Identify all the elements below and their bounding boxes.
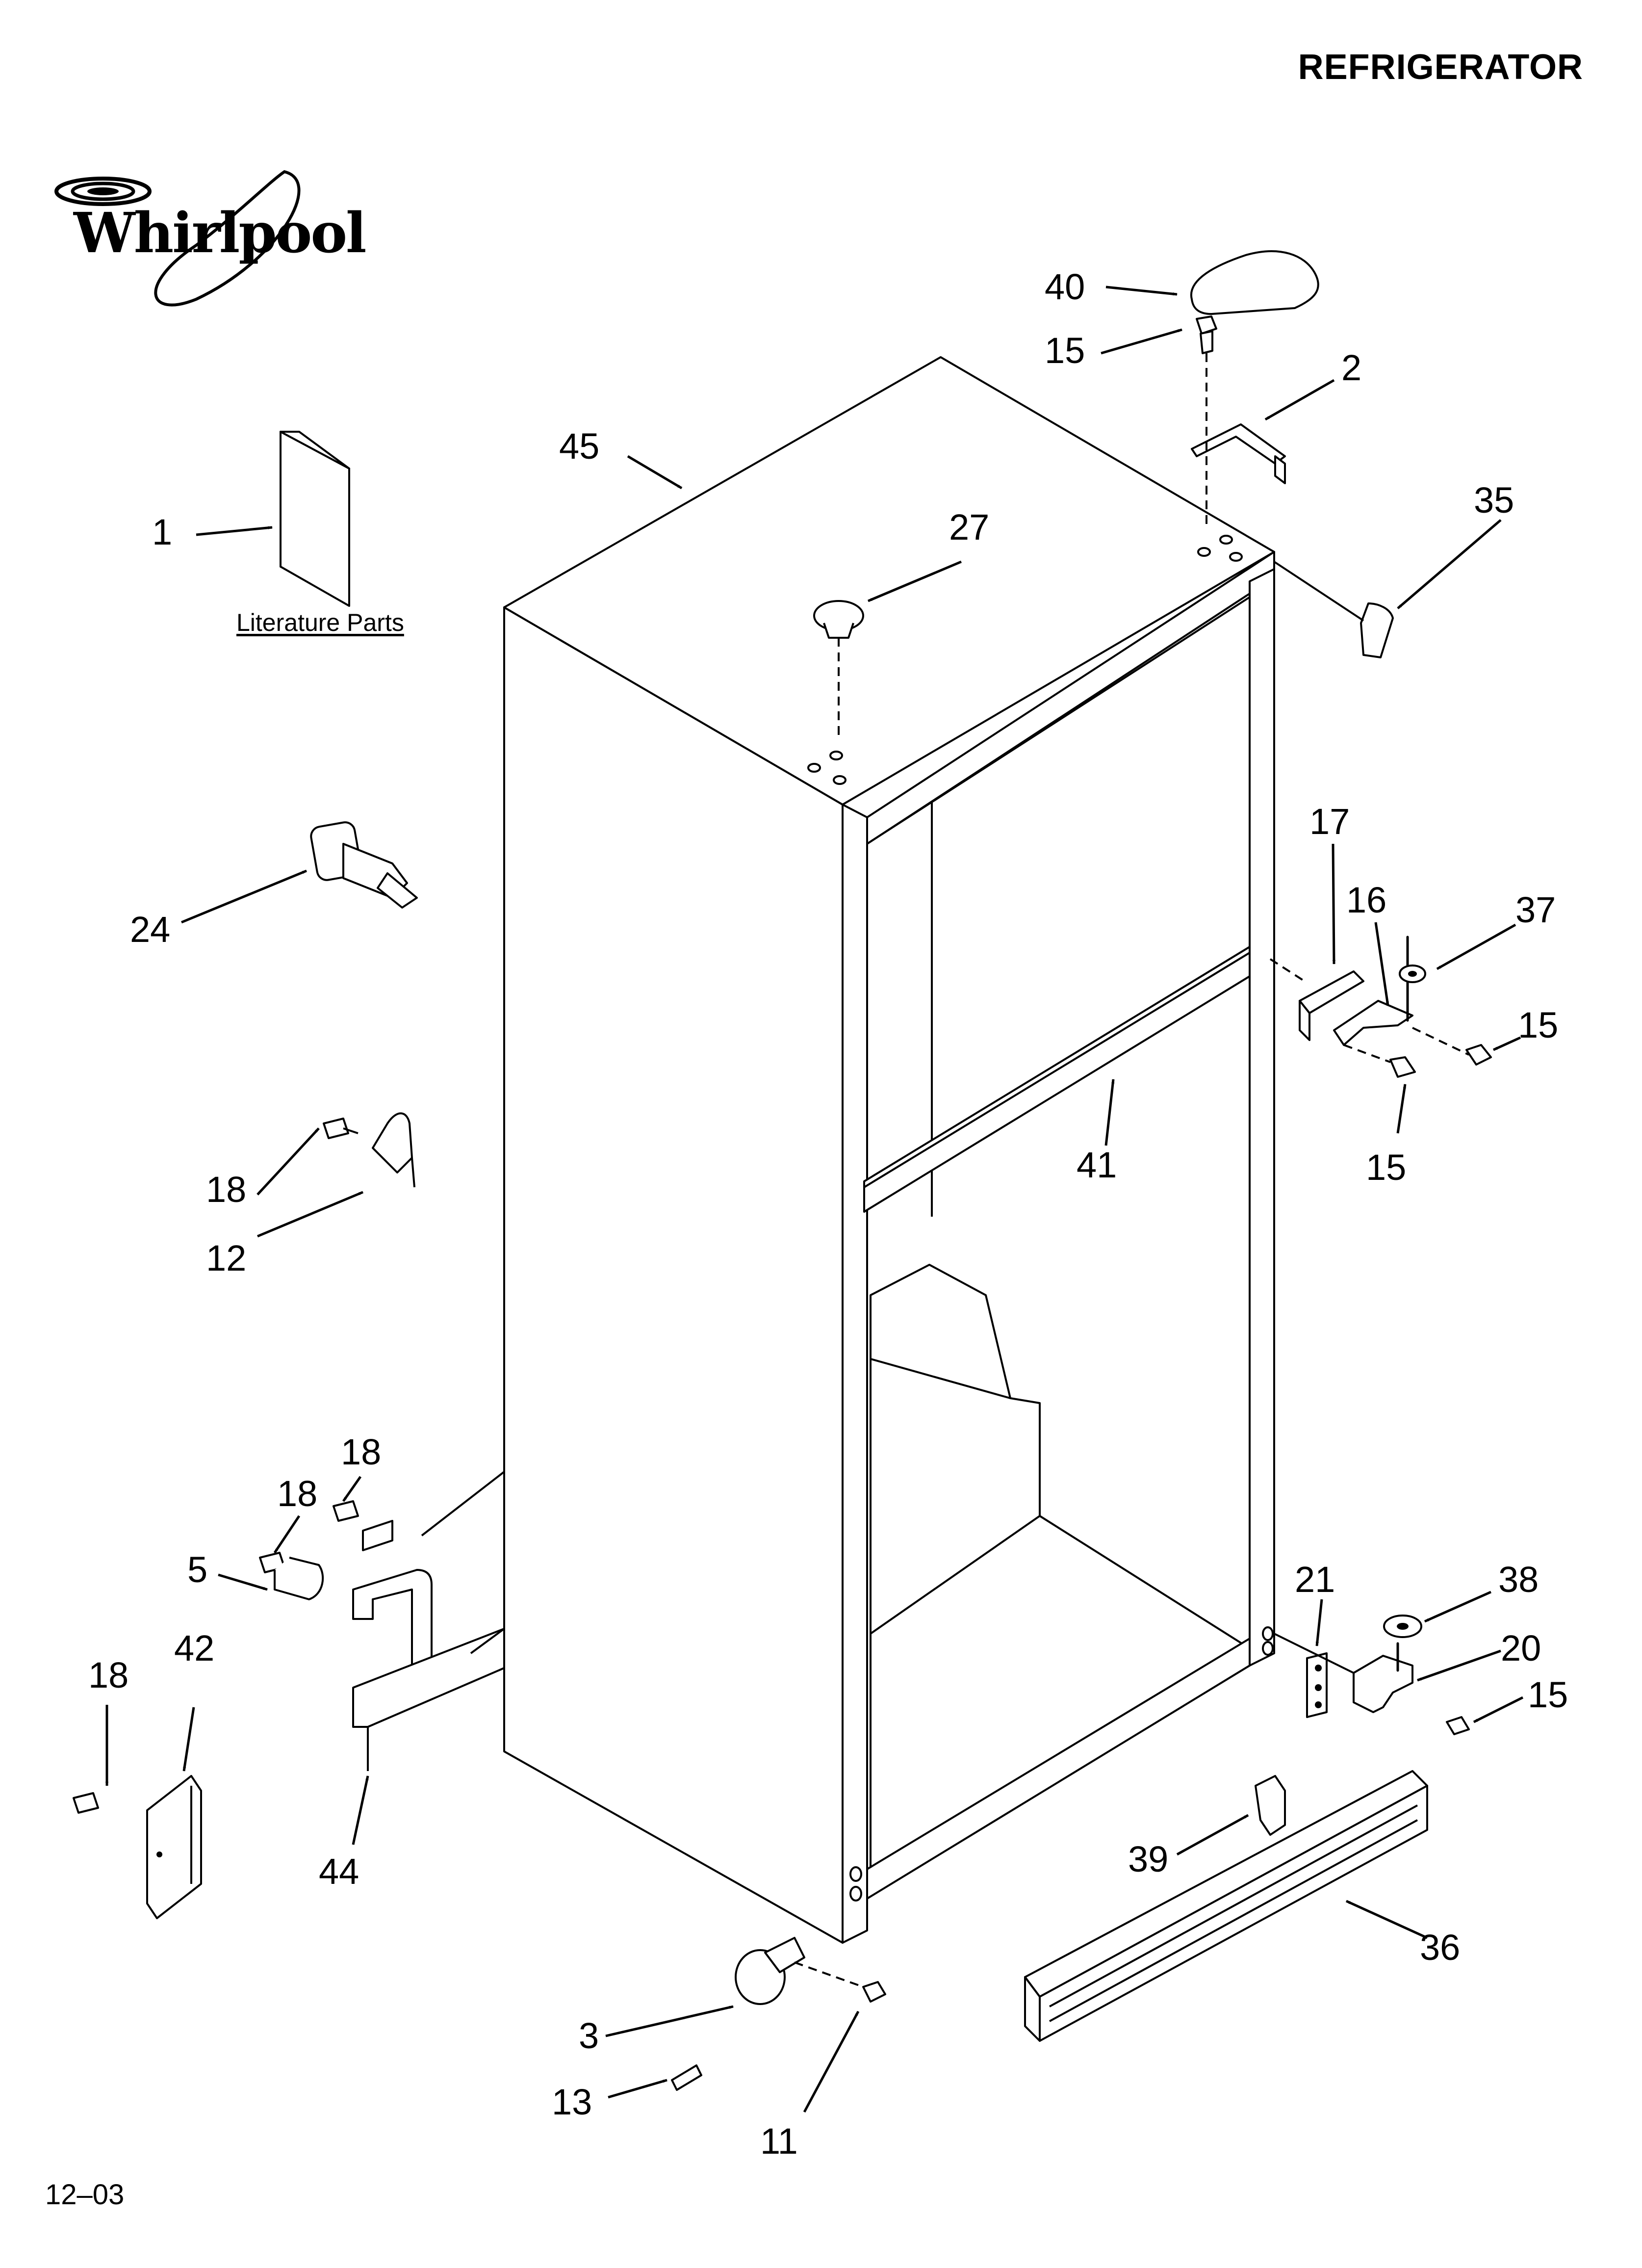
callout-1: 1 (152, 512, 172, 552)
refrigerator-cabinet (503, 356, 1275, 1944)
toe-cover-part-42 (146, 1775, 202, 1919)
screw-part-18-upper (323, 1118, 349, 1139)
roller-assembly (671, 1937, 886, 2091)
screw-part-15-bottom (1446, 1716, 1470, 1735)
cabinet-bottom-rail (866, 1638, 1251, 1900)
door-pin-part-24 (310, 821, 418, 909)
top-hole (807, 763, 821, 773)
screw-part-11 (862, 1981, 886, 2003)
cabinet-front-stile (842, 804, 868, 1944)
callout-37: 37 (1515, 889, 1556, 930)
hinge-lower-leader (1343, 1044, 1391, 1063)
center-rail-edge (863, 952, 1251, 1188)
screw-part-18-d (73, 1792, 99, 1814)
callout-2: 2 (1341, 347, 1361, 388)
callout-5: 5 (187, 1549, 207, 1590)
plug-button-part-27 (813, 600, 864, 736)
callout-leaders (105, 286, 1524, 2113)
top-hole (1219, 535, 1233, 545)
callout-44: 44 (319, 1851, 359, 1892)
callout-labels: 40 15 2 45 35 1 27 17 16 37 24 15 15 41 … (88, 266, 1568, 2162)
hinge-plate (362, 1520, 393, 1551)
upper-left-bracket (323, 1112, 415, 1188)
literature-block-part-1-top (280, 431, 350, 469)
top-hole (833, 775, 847, 785)
literature-parts-label: Literature Parts (236, 609, 404, 636)
callout-13: 13 (552, 2082, 592, 2122)
center-hinge-assembly (1269, 936, 1492, 1078)
front-hole (849, 1886, 862, 1902)
top-hole (1229, 552, 1243, 562)
toe-cover-assembly (73, 1775, 202, 1919)
callout-15: 15 (1045, 330, 1085, 371)
hinge-cover-part-40 (1190, 250, 1319, 315)
callout-15: 15 (1518, 1005, 1558, 1045)
page-title: REFRIGERATOR (1298, 48, 1583, 87)
base-grille-part-36 (1024, 1770, 1428, 2042)
callout-18: 18 (277, 1473, 317, 1514)
callout-21: 21 (1295, 1559, 1335, 1600)
callout-16: 16 (1346, 880, 1386, 920)
door-stop-part-35 (1360, 602, 1394, 658)
callout-41: 41 (1077, 1145, 1117, 1185)
whirlpool-swirl-logo-icon (54, 170, 301, 307)
cabinet-inner-floor-edge (1039, 1515, 1251, 1649)
cabinet-liner-step-line (870, 1358, 1011, 1399)
callout-39: 39 (1128, 1839, 1168, 1879)
top-hinge-tab (1274, 455, 1286, 484)
literature-block-part-1 (280, 431, 350, 607)
callout-27: 27 (949, 507, 989, 547)
lower-hinge-bar-part-44 (352, 1628, 505, 1728)
callout-35: 35 (1474, 480, 1514, 521)
bottom-hinge-part-20 (1353, 1655, 1413, 1713)
hinge-screw-leader (1412, 1027, 1469, 1056)
screw-part-15-lower (1389, 1056, 1416, 1078)
bracket-part-12 (372, 1112, 413, 1173)
callout-18: 18 (88, 1655, 128, 1695)
center-hinge-part-16 (1333, 1000, 1413, 1046)
grille-clip-part-39 (1255, 1775, 1286, 1836)
callout-18: 18 (206, 1169, 246, 1210)
screw-part-15-top (1196, 315, 1217, 530)
hinge-clip-part-5 (274, 1557, 324, 1600)
side-hole (1262, 1626, 1274, 1641)
callout-12: 12 (206, 1238, 246, 1278)
date-code: 12–03 (45, 2179, 125, 2211)
callout-40: 40 (1045, 266, 1085, 307)
callout-18: 18 (341, 1432, 381, 1472)
door-stop-leader (1273, 561, 1364, 622)
callout-20: 20 (1501, 1628, 1541, 1668)
callout-38: 38 (1498, 1559, 1539, 1600)
hinge-leader-line (421, 1471, 505, 1537)
lower-left-hinge-assembly (259, 1471, 505, 1771)
callout-17: 17 (1309, 801, 1350, 842)
cabinet-liner-step (870, 1264, 1041, 1635)
screw-part-18-b (333, 1500, 359, 1522)
callout-42: 42 (174, 1628, 214, 1668)
callout-3: 3 (579, 2015, 599, 2056)
axle-pin-part-13 (671, 2064, 702, 2091)
center-hinge-bracket-part-17 (1299, 970, 1364, 1014)
top-hole (1197, 547, 1211, 557)
screw-part-15-right (1465, 1044, 1492, 1066)
center-hinge-bracket-side (1299, 1000, 1310, 1041)
callout-24: 24 (130, 909, 170, 950)
side-hole (1262, 1641, 1274, 1656)
callout-15: 15 (1528, 1674, 1568, 1715)
top-hole (829, 751, 843, 760)
cabinet-front-right-stile (1249, 568, 1275, 1667)
hinge-leader (1269, 958, 1306, 982)
callout-45: 45 (559, 426, 599, 467)
front-hole (849, 1866, 862, 1882)
bottom-hinge-assembly (1274, 1615, 1470, 1735)
callout-11: 11 (760, 2121, 798, 2162)
center-rail-part-41 (863, 946, 1251, 1213)
cabinet-left-side (503, 606, 844, 1944)
roller-bracket (764, 1937, 805, 1973)
brand-wordmark: Whirlpool (74, 201, 367, 265)
callout-15: 15 (1366, 1147, 1406, 1188)
callout-36: 36 (1420, 1927, 1460, 1968)
